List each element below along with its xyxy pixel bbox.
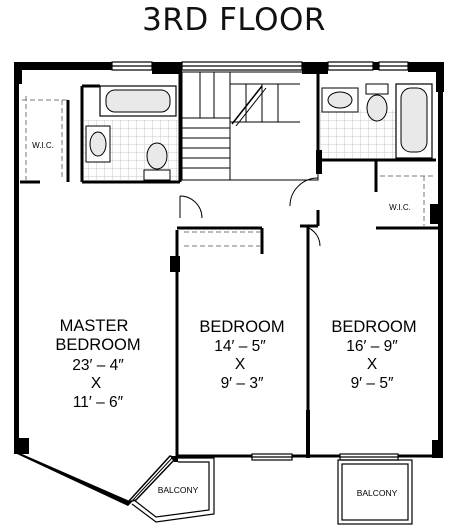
interior-wall-blocks [170,150,438,458]
master-label-line1: MASTER [60,317,129,335]
bedroom2-dim2: 9′ – 3″ [221,375,264,392]
closet-shelves [22,96,436,247]
bedroom3-times: X [367,356,378,373]
balcony-right-label: BALCONY [357,488,398,498]
balcony-left-label: BALCONY [158,485,199,495]
bedroom2-dim1: 14′ – 5″ [214,338,266,355]
staircase [181,71,319,181]
bath2-toilet [365,83,389,122]
master-bathtub [99,85,177,117]
master-angled-wall [17,454,178,506]
bath2-bathtub [395,83,433,159]
bedroom2-label-line1: BEDROOM [199,318,284,336]
wic-right-label: W.I.C. [389,203,411,212]
master-dim1: 23′ – 4″ [72,357,124,374]
bedroom3-dim2: 9′ – 5″ [351,375,394,392]
bath2-sink [321,87,359,113]
plan-title: 3RD FLOOR [142,2,326,38]
balcony-left-outline [131,457,215,523]
master-times: X [91,375,102,392]
doors [179,177,321,247]
master-sink [85,125,111,163]
bedroom2-label: BEDROOM 14′ – 5″ X 9′ – 3″ [199,318,284,392]
bedroom3-dim1: 16′ – 9″ [346,338,398,355]
bedroom2-times: X [235,356,246,373]
master-dim2: 11′ – 6″ [73,394,124,411]
master-bedroom-label: MASTER BEDROOM 23′ – 4″ X 11′ – 6″ [55,317,140,411]
wic-left-label: W.I.C. [32,141,54,150]
balcony-right-outline [337,459,413,525]
exterior-walls [14,62,444,458]
bedroom3-label-line1: BEDROOM [331,318,416,336]
master-label-line2: BEDROOM [55,336,140,354]
top-windows [111,61,409,71]
master-toilet [143,142,171,181]
bedroom3-label: BEDROOM 16′ – 9″ X 9′ – 5″ [331,318,416,392]
